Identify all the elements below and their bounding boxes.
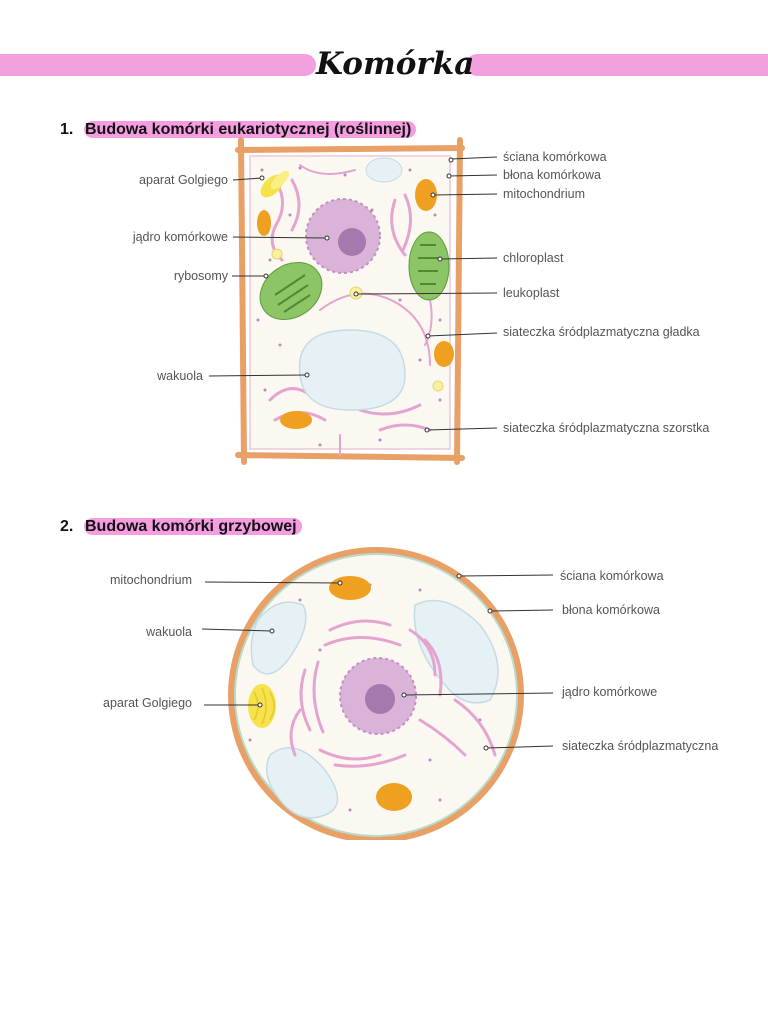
label-leukoplast: leukoplast [503, 286, 560, 300]
plant-ribosomes [256, 166, 442, 447]
section-2-heading: 2. Budowa komórki grzybowej [60, 517, 302, 537]
label-sciana-komorkowa: ściana komórkowa [560, 569, 664, 583]
page-title: Komórka [316, 46, 475, 82]
plant-leaders [208, 156, 498, 433]
plant-cell-wall [235, 137, 465, 465]
label-blona-komorkowa: błona komórkowa [562, 603, 660, 617]
label-sciana-komorkowa: ściana komórkowa [503, 150, 607, 164]
fungal-cell-diagram: mitochondrium wakuola aparat Golgiego śc… [103, 547, 718, 840]
label-aparat-golgiego: aparat Golgiego [103, 696, 192, 710]
plant-golgi-icon [260, 170, 290, 198]
plant-cell-diagram: aparat Golgiego jądro komórkowe rybosomy… [132, 137, 709, 465]
title-bar-right [466, 54, 768, 76]
label-wakuola: wakuola [156, 369, 203, 383]
plant-small-vacuole [365, 157, 403, 183]
section-2-number: 2. [60, 518, 74, 535]
fungal-er [289, 619, 497, 768]
label-aparat-golgiego: aparat Golgiego [139, 173, 228, 187]
section-1-title: Budowa komórki eukariotycznej (roślinnej… [84, 121, 417, 138]
fungal-leaders [201, 573, 554, 751]
plant-chloroplasts [259, 231, 450, 320]
plant-nucleus [305, 198, 381, 274]
plant-smooth-er [299, 164, 433, 456]
section-1-heading: 1. Budowa komórki eukariotycznej (roślinn… [60, 120, 417, 140]
label-jadro-komorkowe: jądro komórkowe [132, 230, 228, 244]
fungal-vacuoles [250, 599, 499, 819]
label-er-szorstka: siateczka śródplazmatyczna szorstka [503, 421, 709, 435]
label-blona-komorkowa: błona komórkowa [503, 168, 601, 182]
label-chloroplast: chloroplast [503, 251, 564, 265]
label-rybosomy: rybosomy [174, 269, 229, 283]
label-mitochondrium: mitochondrium [503, 187, 585, 201]
label-mitochondrium: mitochondrium [110, 573, 192, 587]
section-1-number: 1. [60, 121, 74, 138]
plant-mitochondria [257, 179, 454, 429]
section-2-title: Budowa komórki grzybowej [84, 518, 302, 535]
label-jadro-komorkowe: jądro komórkowe [561, 685, 657, 699]
label-wakuola: wakuola [145, 625, 192, 639]
label-siateczka: siateczka śródplazmatyczna [562, 739, 718, 753]
label-er-gladka: siateczka śródplazmatyczna gładka [503, 325, 700, 339]
plant-central-vacuole [298, 329, 406, 411]
title-bar-left [0, 54, 316, 76]
fungal-nucleus [339, 657, 417, 735]
